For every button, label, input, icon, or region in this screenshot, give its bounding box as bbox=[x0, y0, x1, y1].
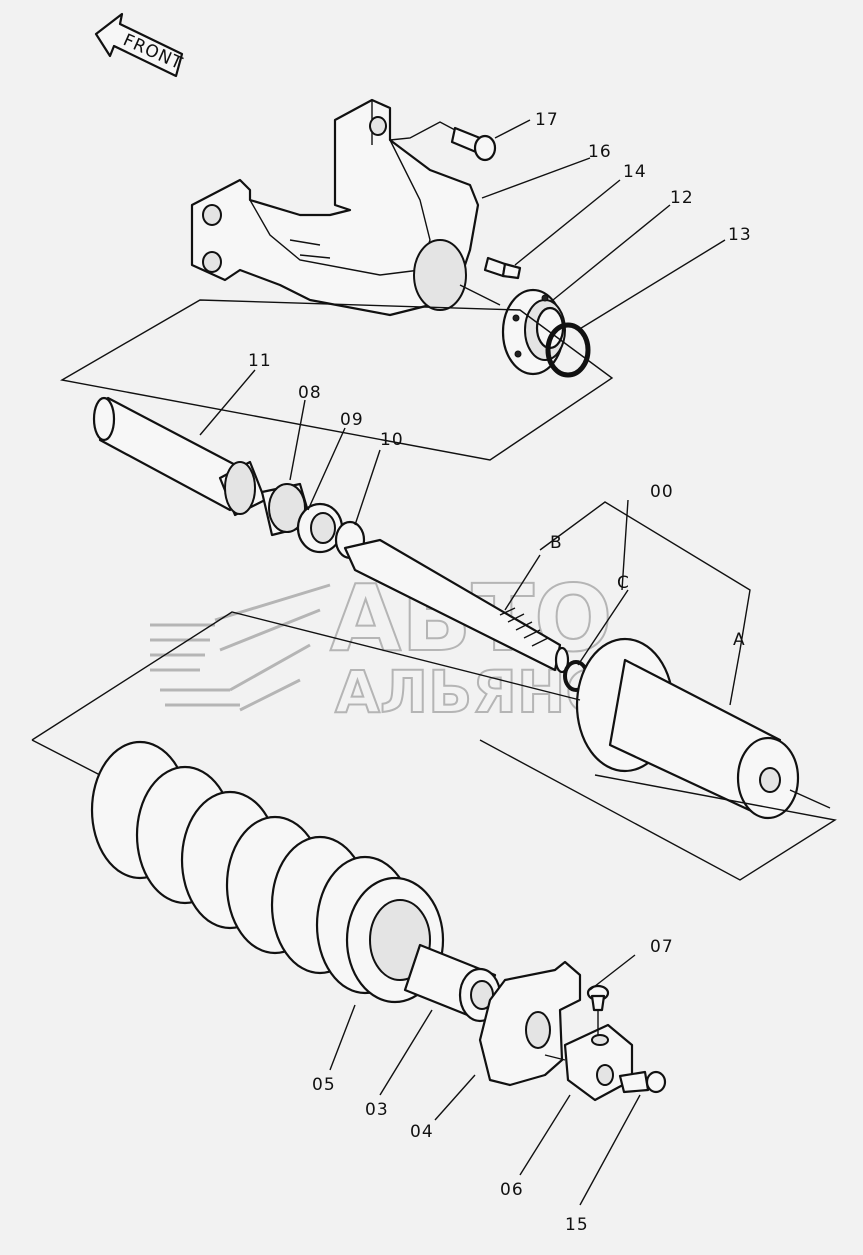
callout-15: 15 bbox=[565, 1215, 589, 1235]
rod-part-11 bbox=[92, 396, 267, 517]
callout-14: 14 bbox=[623, 162, 647, 182]
callout-C: C bbox=[617, 573, 630, 593]
callout-17: 17 bbox=[535, 110, 559, 130]
watermark-logo bbox=[150, 583, 331, 712]
callout-13: 13 bbox=[728, 225, 752, 245]
callout-10: 10 bbox=[380, 430, 404, 450]
callout-00: 00 bbox=[650, 482, 674, 502]
cylinder-part-A bbox=[575, 637, 831, 820]
front-arrow-icon: FRONT bbox=[94, 12, 186, 78]
seal-part-09 bbox=[296, 502, 344, 554]
plate-part-04 bbox=[478, 960, 582, 1087]
piston-rod bbox=[343, 538, 570, 674]
callout-B: B bbox=[550, 533, 563, 553]
o-ring-part-13 bbox=[545, 322, 591, 378]
callout-12: 12 bbox=[670, 188, 694, 208]
fitting-part-15 bbox=[618, 1070, 667, 1094]
callout-05: 05 bbox=[312, 1075, 336, 1095]
cylinder-group-outline bbox=[479, 501, 837, 881]
callout-09: 09 bbox=[340, 410, 364, 430]
callout-06: 06 bbox=[500, 1180, 524, 1200]
spring-part-05 bbox=[90, 740, 445, 1004]
screw-part-07 bbox=[586, 984, 610, 1035]
bracket-boss bbox=[413, 239, 467, 311]
callout-04: 04 bbox=[410, 1122, 434, 1142]
upper-group-outline bbox=[60, 299, 614, 461]
front-label: FRONT bbox=[120, 30, 186, 74]
callout-16: 16 bbox=[588, 142, 612, 162]
callout-07: 07 bbox=[650, 937, 674, 957]
bracket-part-16 bbox=[190, 98, 480, 317]
callout-labels: 17 16 14 12 13 11 08 09 10 00 B C A 07 0… bbox=[248, 110, 752, 1235]
leader-lines bbox=[199, 119, 741, 1206]
bolt-part-17 bbox=[389, 121, 497, 162]
callout-A: A bbox=[733, 630, 746, 650]
spacer-part-03 bbox=[403, 943, 502, 1023]
screw-part-14 bbox=[483, 256, 522, 280]
block-part-06 bbox=[544, 1023, 634, 1102]
callout-03: 03 bbox=[365, 1100, 389, 1120]
callout-11: 11 bbox=[248, 351, 272, 371]
callout-08: 08 bbox=[298, 383, 322, 403]
